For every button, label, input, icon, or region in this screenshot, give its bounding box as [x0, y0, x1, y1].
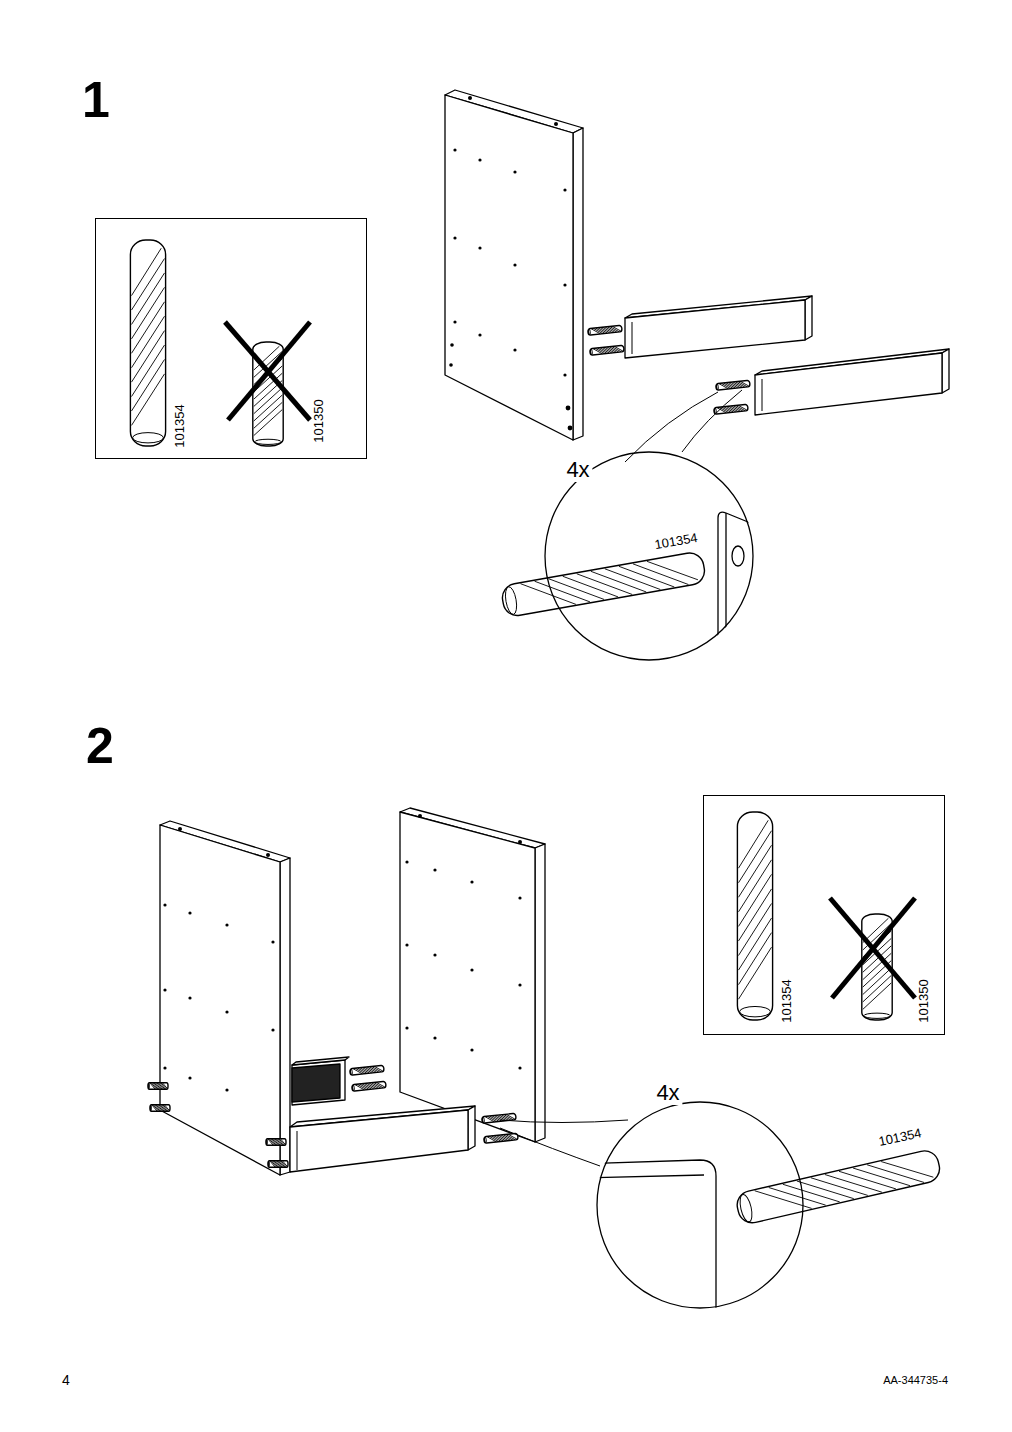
part-number: 101354: [877, 1126, 922, 1148]
quantity-label: 4x: [563, 458, 592, 482]
part-number: 101354: [654, 531, 699, 551]
step-number: 2: [86, 721, 114, 771]
detail-circle: 4x 101354: [544, 451, 754, 661]
circle-outline: [596, 1101, 804, 1309]
part-number: 101350: [312, 399, 325, 442]
part-number: 101354: [780, 979, 793, 1022]
circle-outline: [545, 452, 753, 660]
step-number: 1: [82, 75, 110, 125]
circle-outline: [597, 1102, 803, 1308]
part-inset-box: 101354 101350: [95, 218, 367, 459]
document-code: AA-344735-4: [883, 1375, 948, 1386]
page-number: 4: [62, 1373, 70, 1387]
part-number: 101350: [917, 979, 930, 1022]
part-number: 101354: [173, 404, 186, 447]
quantity-label: 4x: [653, 1081, 682, 1105]
part-inset-box: 101354 101350: [703, 795, 945, 1035]
detail-circle: 4x101354: [596, 1101, 804, 1309]
circle-outline: [544, 451, 754, 661]
